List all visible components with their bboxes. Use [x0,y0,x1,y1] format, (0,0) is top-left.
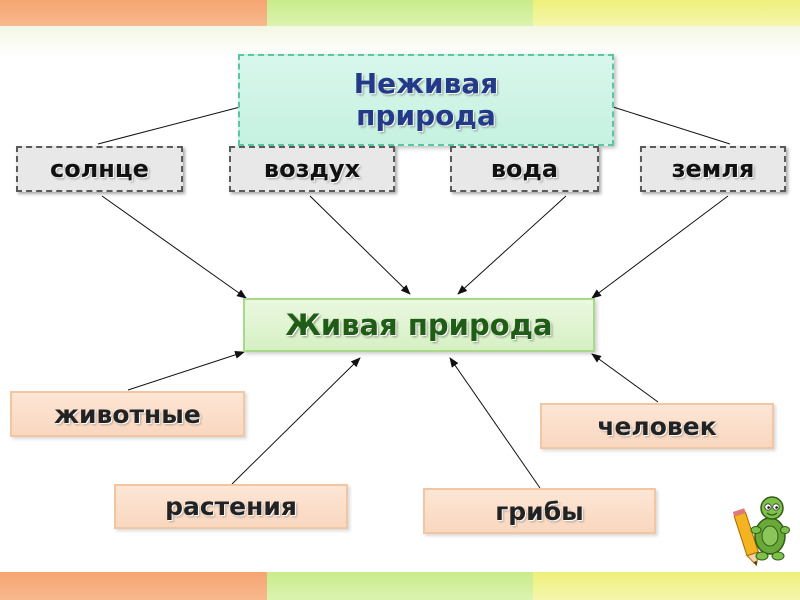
arrow-rasteniya [231,357,361,485]
item-chelovek-label: человек [597,411,717,441]
item-zhivotnye: животные [10,391,245,437]
arrow-griby [449,357,541,489]
item-solntse: солнце [16,146,183,192]
arrow-zhivotnye [127,351,245,391]
item-rasteniya: растения [114,484,348,529]
item-voda-label: вода [490,155,559,183]
title-text: Неживая природа [353,67,499,132]
item-rasteniya-label: растения [165,492,297,521]
top-glow [0,26,800,56]
center-text: Живая природа [285,308,553,342]
item-voda: вода [450,146,599,192]
arrow-zemlya [591,195,729,299]
item-griby: грибы [423,488,656,534]
turtle-with-pencil-icon [732,496,790,567]
bottom-stripe [0,572,800,600]
living-nature-center: Живая природа [243,298,595,352]
item-chelovek: человек [540,403,774,449]
nonliving-nature-title: Неживая природа [238,54,614,146]
item-solntse-label: солнце [50,155,149,183]
line-title-solntse [97,105,245,145]
item-zhivotnye-label: животные [54,399,201,429]
item-zemlya: земля [640,146,786,192]
arrow-chelovek [591,353,659,403]
arrow-vozdukh [309,195,411,295]
top-stripe [0,0,800,26]
item-griby-label: грибы [495,496,584,526]
item-vozdukh-label: воздух [263,155,361,183]
arrow-voda [457,195,567,295]
arrow-solntse [101,195,247,299]
line-title-zemlya [609,105,731,145]
item-zemlya-label: земля [671,155,755,183]
item-vozdukh: воздух [229,146,395,192]
